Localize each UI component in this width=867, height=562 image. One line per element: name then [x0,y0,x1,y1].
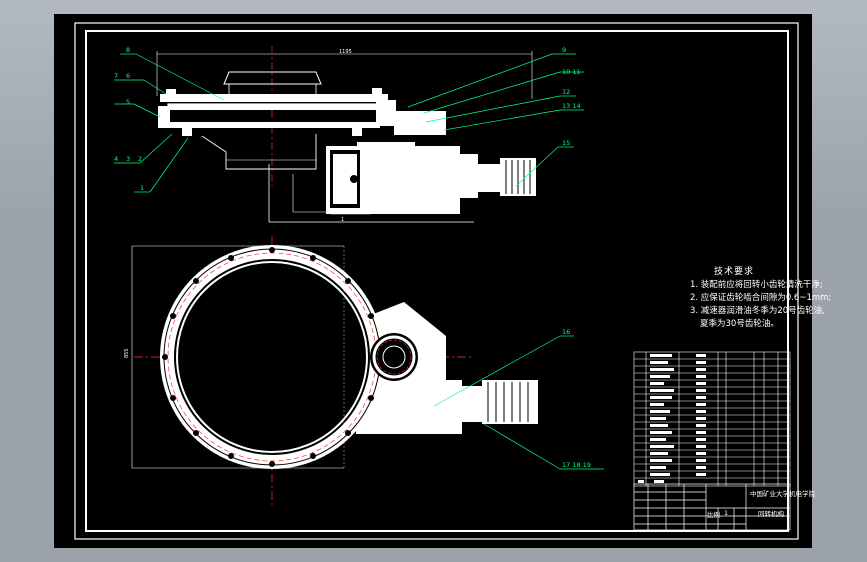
title-block-mark: 1 [724,509,729,517]
side-dimension: 855 [124,348,130,358]
side-view: 1 1195 [156,46,536,223]
notes-heading: 技术要求 [714,267,755,277]
callout-15: 15 [562,139,570,147]
callout-2: 2 [138,155,142,163]
parts-list-entries [638,354,706,483]
callout-3: 3 [126,155,130,163]
callout-7: 7 [114,72,118,80]
technical-notes: 技术要求 1. 装配前应将回转小齿轮清洗干净; 2. 应保证齿轮啮合间隙为0.6… [690,266,860,331]
notes-line-3: 3. 减速器润滑油冬季为20号齿轮油, [690,306,825,316]
leader-lines [114,53,604,470]
drawing-canvas: 1 1195 855 [74,22,799,540]
inner-frame [85,30,789,532]
callout-8: 8 [126,46,130,54]
callout-9: 9 [562,46,566,54]
notes-line-4: 夏季为30号齿轮油。 [700,319,779,329]
notes-line-1: 1. 装配前应将回转小齿轮清洗干净; [690,280,823,290]
callout-5: 5 [126,98,130,106]
notes-line-2: 2. 应保证齿轮啮合间隙为0.6~1mm; [690,293,832,303]
outer-frame [74,22,799,540]
callout-6: 6 [126,72,130,80]
top-dimension: 1195 [339,49,352,55]
plan-view: 855 [124,236,538,506]
callout-4: 4 [114,155,118,163]
parts-list [633,351,791,487]
svg-text:1: 1 [341,217,344,223]
callout-13-14: 13 14 [562,102,581,110]
callout-10-11: 10 11 [562,68,581,76]
school-name: 中国矿业大学机电学院 [750,490,815,498]
callout-12: 12 [562,88,570,96]
callout-1: 1 [140,184,144,192]
drawing-title: 回转机构 [758,510,784,518]
scale-label: 比例 [707,511,720,519]
drawing-sheet[interactable]: 1 1195 855 [54,14,831,548]
callout-16: 16 [562,328,570,336]
callout-17-19: 17 18 19 [562,461,591,469]
title-block [633,483,791,531]
